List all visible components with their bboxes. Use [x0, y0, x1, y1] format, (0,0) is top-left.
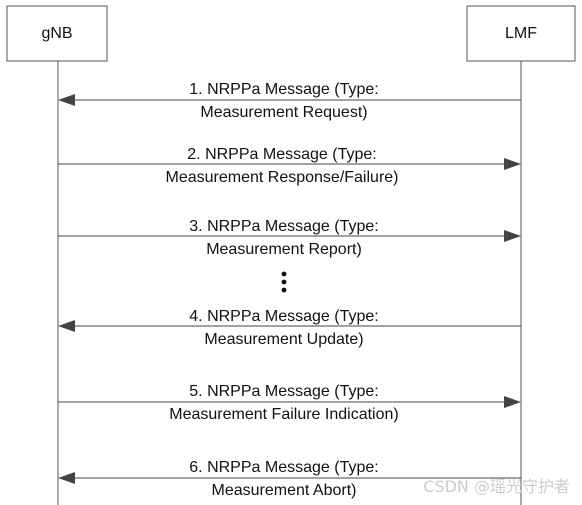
ellipsis-dot	[281, 271, 287, 277]
message-3: 3. NRPPa Message (Type: Measurement Repo…	[58, 218, 521, 258]
participant-lmf-label: LMF	[505, 25, 537, 42]
message-1: 1. NRPPa Message (Type: Measurement Requ…	[58, 81, 521, 121]
message-1-arrowhead	[58, 94, 75, 106]
message-6: 6. NRPPa Message (Type: Measurement Abor…	[58, 459, 521, 499]
message-3-label-line2: Measurement Report)	[206, 241, 362, 258]
participant-gnb-label: gNB	[41, 25, 72, 42]
message-6-label-line2: Measurement Abort)	[212, 482, 357, 499]
message-6-label-line1: 6. NRPPa Message (Type:	[189, 459, 378, 476]
csdn-watermark: CSDN @瑶光守护者	[423, 477, 570, 496]
participant-lmf: LMF	[466, 5, 576, 62]
message-4-arrowhead	[58, 320, 75, 332]
message-5-label-line2: Measurement Failure Indication)	[169, 406, 398, 423]
message-2-arrowhead	[504, 158, 521, 170]
message-2: 2. NRPPa Message (Type: Measurement Resp…	[58, 146, 521, 186]
message-6-arrowhead	[58, 472, 75, 484]
message-2-label-line2: Measurement Response/Failure)	[166, 169, 399, 186]
message-1-label-line2: Measurement Request)	[200, 104, 367, 121]
message-4: 4. NRPPa Message (Type: Measurement Upda…	[58, 308, 521, 348]
message-5: 5. NRPPa Message (Type: Measurement Fail…	[58, 383, 521, 423]
message-2-label-line1: 2. NRPPa Message (Type:	[187, 146, 376, 163]
message-4-label-line2: Measurement Update)	[204, 331, 363, 348]
ellipsis-dot	[281, 279, 287, 285]
ellipsis-dot	[281, 287, 287, 293]
message-5-label-line1: 5. NRPPa Message (Type:	[189, 383, 378, 400]
message-3-arrowhead	[504, 230, 521, 242]
message-3-label-line1: 3. NRPPa Message (Type:	[189, 218, 378, 235]
participant-gnb: gNB	[6, 5, 108, 62]
message-5-arrowhead	[504, 396, 521, 408]
continuation-ellipsis	[281, 271, 287, 293]
message-4-label-line1: 4. NRPPa Message (Type:	[189, 308, 378, 325]
message-1-label-line1: 1. NRPPa Message (Type:	[189, 81, 378, 98]
